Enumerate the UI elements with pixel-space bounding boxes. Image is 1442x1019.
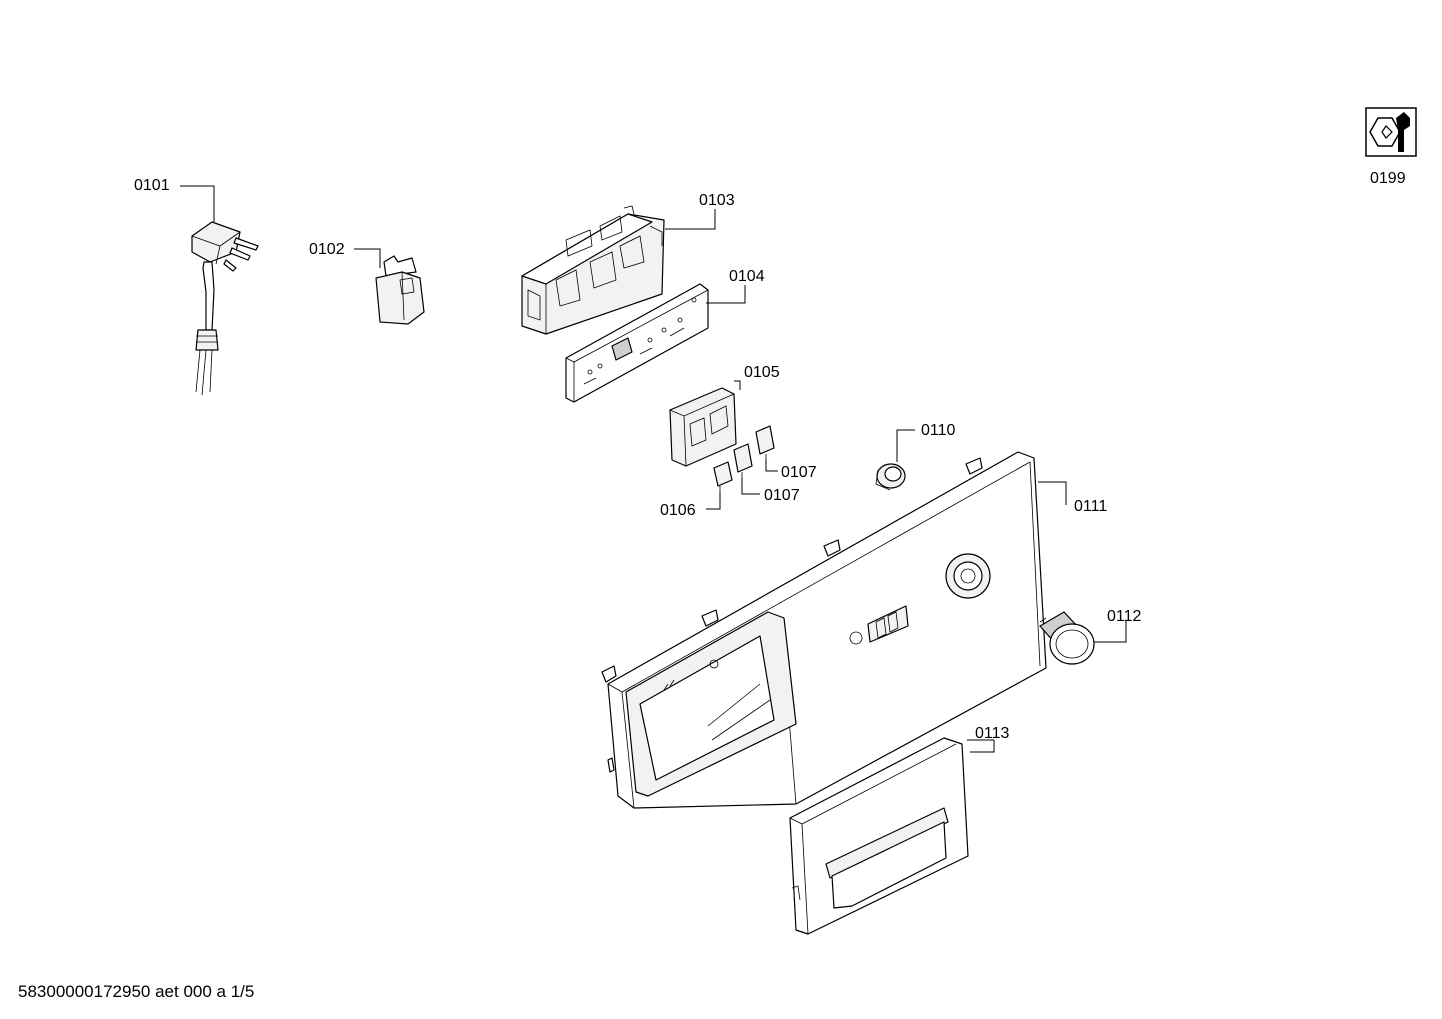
part-0101-power-cord[interactable] — [191, 221, 259, 396]
callout-0107-lower: 0107 — [764, 487, 800, 504]
document-footer-id: 58300000172950 aet 000 a 1/5 — [18, 982, 255, 1001]
service-tools-icon[interactable] — [1365, 107, 1417, 157]
leader-0107a — [765, 460, 778, 472]
part-0106-light-guide[interactable] — [713, 461, 733, 500]
part-0102-capacitor[interactable] — [375, 255, 425, 325]
leader-0102 — [354, 248, 381, 268]
leader-0103 — [665, 209, 716, 230]
callout-0102: 0102 — [309, 241, 345, 258]
part-0103-module-housing[interactable] — [521, 205, 665, 335]
leader-0111 — [1038, 481, 1067, 505]
callout-0101: 0101 — [134, 177, 170, 194]
part-0107-switch-a[interactable] — [733, 443, 753, 490]
callout-0199: 0199 — [1370, 170, 1406, 187]
callout-0113: 0113 — [975, 725, 1010, 742]
part-0112-knob[interactable] — [1039, 611, 1095, 665]
callout-0106: 0106 — [660, 502, 696, 519]
leader-0105 — [734, 380, 741, 390]
part-0113-drawer-handle[interactable] — [789, 737, 969, 935]
callout-0112: 0112 — [1107, 608, 1142, 625]
callout-0105: 0105 — [744, 364, 780, 381]
leader-0104 — [706, 285, 746, 304]
callout-0107-upper: 0107 — [781, 464, 817, 481]
leader-0107b — [741, 478, 760, 495]
part-0111-control-panel[interactable] — [601, 451, 1047, 809]
part-0107-switch-b[interactable] — [755, 425, 775, 468]
leader-0110 — [896, 429, 915, 462]
callout-0111: 0111 — [1074, 498, 1107, 515]
leader-0113 — [967, 739, 995, 753]
callout-0110: 0110 — [921, 422, 956, 439]
part-0105-switch-holder[interactable] — [669, 387, 737, 467]
leader-0106 — [706, 492, 721, 510]
part-0104-circuit-board[interactable] — [565, 283, 709, 403]
leader-0112 — [1094, 620, 1127, 643]
callout-0103: 0103 — [699, 192, 735, 209]
part-0110-button[interactable] — [875, 463, 906, 491]
leader-0101 — [180, 185, 215, 222]
callout-0104: 0104 — [729, 268, 765, 285]
